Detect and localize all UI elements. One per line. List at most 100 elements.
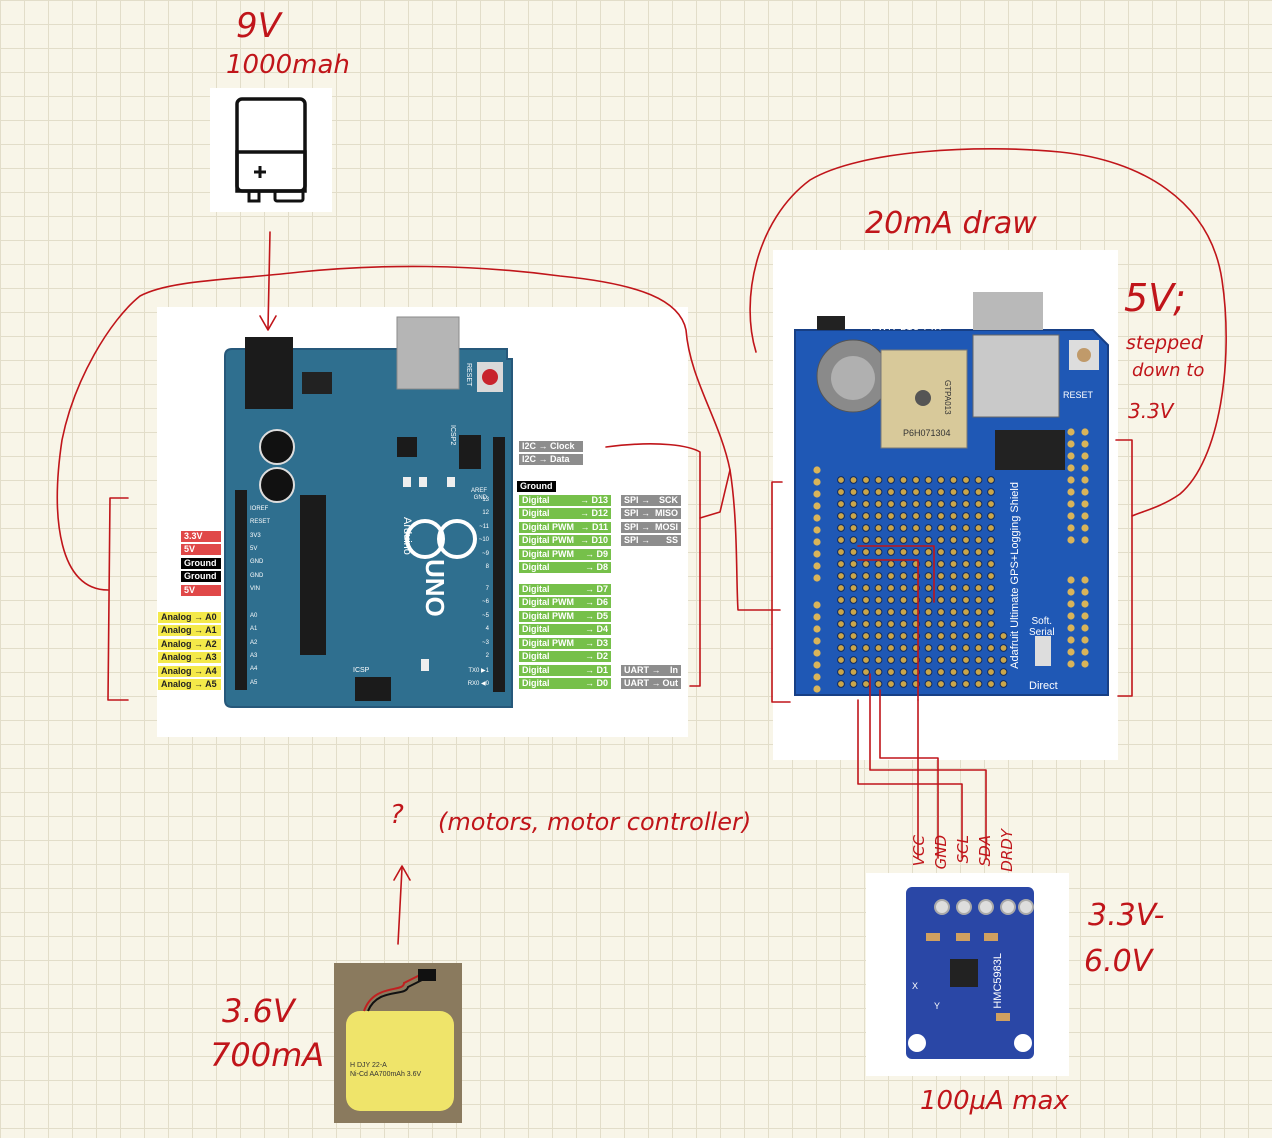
perf-hole — [837, 644, 845, 652]
perf-hole — [949, 620, 958, 628]
perf-hole — [962, 668, 970, 676]
digital-pin-function: Digital — [522, 624, 550, 634]
perf-hole — [974, 524, 983, 532]
perf-hole — [874, 584, 883, 592]
magnetometer-card: HMC5983L X Y — [866, 873, 1069, 1076]
perf-hole — [887, 560, 895, 568]
pin-gnd: GND — [932, 835, 950, 870]
perf-hole — [974, 632, 983, 640]
i2c-tag: I2C → Clock — [519, 441, 583, 452]
extra-tag-value: In — [670, 665, 678, 675]
perf-hole — [937, 680, 945, 688]
perf-hole — [924, 512, 933, 520]
digital-pin-id: → D4 — [584, 624, 608, 634]
digital-pin-function: Digital — [522, 508, 550, 518]
perf-hole — [962, 572, 970, 580]
perf-hole — [874, 488, 883, 496]
icsp-label: ICSP — [353, 667, 370, 674]
header-pin — [1067, 636, 1075, 644]
perf-hole — [937, 572, 945, 580]
perf-hole — [849, 620, 858, 628]
perf-hole — [912, 680, 920, 688]
perf-hole — [949, 656, 958, 664]
extra-tag-value: Out — [662, 678, 679, 688]
perf-hole — [974, 572, 983, 580]
nicd-voltage-note: 3.6V — [222, 992, 295, 1030]
header-pin — [813, 649, 821, 657]
extra-tag-kind: UART → — [624, 665, 661, 675]
right-pin-name: AREF — [470, 488, 487, 494]
perf-hole — [962, 680, 970, 688]
perf-hole — [899, 536, 908, 544]
gps-shield-title: Adafruit Ultimate GPS+Logging Shield — [1009, 482, 1021, 669]
perf-hole — [949, 632, 958, 640]
perf-hole — [974, 476, 983, 484]
uno-label: UNO — [420, 559, 450, 617]
perf-hole — [862, 656, 870, 664]
perf-hole — [937, 644, 945, 652]
perf-hole — [949, 572, 958, 580]
perf-hole — [974, 596, 983, 604]
header-pin — [1067, 648, 1075, 656]
digital-pin-function: Digital PWM — [522, 638, 574, 648]
perf-hole — [987, 560, 995, 568]
digital-pin-tag: Digital PWM→ D11 — [519, 522, 611, 533]
digital-pin-id: → D6 — [584, 597, 608, 607]
digital-pin-function: Digital PWM — [522, 611, 574, 621]
digital-pin-number: 8 — [485, 564, 489, 570]
perf-hole — [887, 548, 895, 556]
perf-hole — [849, 596, 858, 604]
arduino-left-bracket — [107, 497, 129, 701]
perf-hole — [987, 548, 995, 556]
perf-hole — [937, 668, 945, 676]
perf-hole — [887, 488, 895, 496]
axis-y-label: Y — [934, 1001, 941, 1011]
nicd-label: H DJY 22-A Ni-Cd AA700mAh 3.6V — [350, 1061, 421, 1079]
left-pin-name: 3V3 — [250, 533, 261, 539]
perf-hole — [862, 512, 870, 520]
perf-hole — [862, 644, 870, 652]
analog-pin-tag: Analog → A4 — [158, 666, 221, 677]
perf-hole — [987, 680, 995, 688]
perf-hole — [849, 560, 858, 568]
magnetometer-board-drawing — [906, 887, 1034, 1059]
perf-hole — [837, 620, 845, 628]
left-pin-name: GND — [250, 573, 264, 579]
perf-hole — [887, 596, 895, 604]
special-function-tag: SPI →MISO — [621, 508, 681, 519]
perf-hole — [924, 476, 933, 484]
perf-hole — [862, 620, 870, 628]
icsp2-label: ICSP2 — [449, 425, 456, 446]
battery-voltage-note: 9V — [236, 6, 281, 46]
header-pin — [1067, 600, 1075, 608]
analog-pin-tag: Analog → A1 — [158, 625, 221, 636]
perf-hole — [974, 644, 983, 652]
power-pin-tag: 5V — [181, 585, 221, 596]
perf-hole — [987, 524, 995, 532]
gps-leds: PWR L13 FIX — [870, 322, 942, 333]
digital-pin-tag: Digital PWM→ D3 — [519, 638, 611, 649]
perf-hole — [912, 632, 920, 640]
perf-hole — [962, 500, 970, 508]
left-pin-name: GND — [250, 559, 264, 565]
perf-hole — [874, 656, 883, 664]
perf-hole — [912, 488, 920, 496]
left-pin-name: A2 — [250, 640, 258, 646]
digital-pin-id: → D10 — [579, 535, 608, 545]
perf-hole — [949, 560, 958, 568]
perf-hole — [924, 596, 933, 604]
header-pin — [1081, 600, 1089, 608]
digital-pin-number: 2 — [485, 653, 489, 659]
analog-pin-tag: Analog → A3 — [158, 652, 221, 663]
perf-hole — [849, 632, 858, 640]
pin-sda: SDA — [976, 835, 994, 867]
gps-shield-drawing — [794, 292, 1109, 696]
magnetometer-chip-label: HMC5983L — [992, 953, 1004, 1009]
gps-supply-note-1: 5V; — [1124, 276, 1186, 320]
analog-pin-tag: Analog → A0 — [158, 612, 221, 623]
perf-hole — [862, 572, 870, 580]
perf-hole — [874, 596, 883, 604]
perf-hole — [962, 596, 970, 604]
header-pin — [1081, 476, 1089, 484]
perf-hole — [937, 536, 945, 544]
